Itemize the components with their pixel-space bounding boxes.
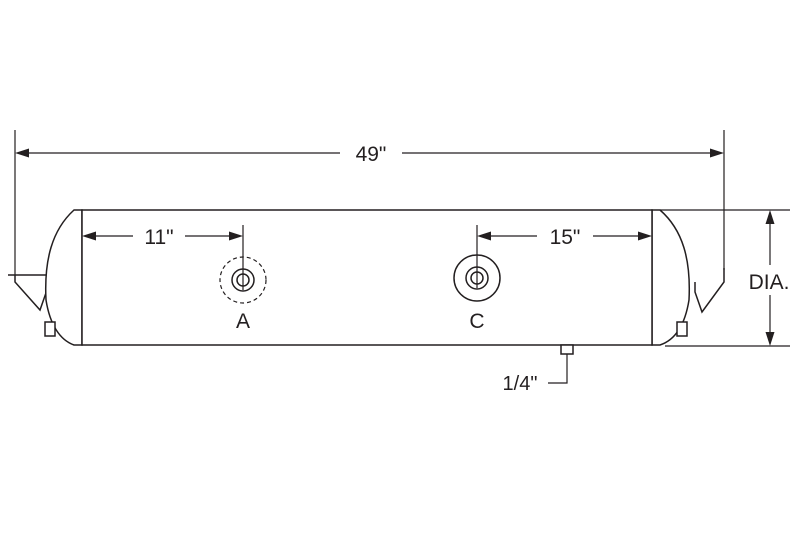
arrowhead-15-left xyxy=(477,231,491,241)
drain-port-fitting xyxy=(560,344,574,355)
port-a-offset-label: 11" xyxy=(144,226,173,249)
arrowhead-left xyxy=(15,148,29,158)
arrowhead-15-right xyxy=(638,231,652,241)
arrowhead-dia-bottom xyxy=(765,332,775,346)
port-a-offset-dimension: 11" xyxy=(82,222,244,290)
left-bracket xyxy=(8,274,48,312)
arrowhead-right xyxy=(710,148,724,158)
arrowhead-dia-top xyxy=(765,210,775,224)
diameter-label: DIA. xyxy=(749,271,790,294)
arrowhead-11-left xyxy=(82,231,96,241)
right-end-fitting xyxy=(676,321,688,337)
port-c-offset-label: 15" xyxy=(550,226,581,249)
overall-length-dimension: 49" xyxy=(14,130,725,275)
tank-body xyxy=(8,209,725,346)
port-a-label: A xyxy=(236,310,250,333)
diameter-dimension: DIA. xyxy=(660,209,798,347)
overall-label-gap xyxy=(340,138,402,168)
left-end-cap xyxy=(44,209,83,346)
right-bracket xyxy=(694,268,725,314)
arrowhead-11-right xyxy=(229,231,243,241)
drain-port: 1/4" xyxy=(503,344,574,395)
diameter-label-gap xyxy=(742,265,798,295)
right-end-cap xyxy=(651,209,691,346)
drain-port-label: 1/4" xyxy=(503,373,538,395)
port-c-offset-dimension: 15" xyxy=(476,222,652,288)
port-c-label: C xyxy=(469,310,484,333)
drain-port-leader xyxy=(548,354,568,384)
port-c-label-gap xyxy=(537,222,593,250)
overall-length-label: 49" xyxy=(356,143,387,166)
port-a-label-gap xyxy=(133,222,185,250)
left-end-fitting xyxy=(44,321,56,337)
